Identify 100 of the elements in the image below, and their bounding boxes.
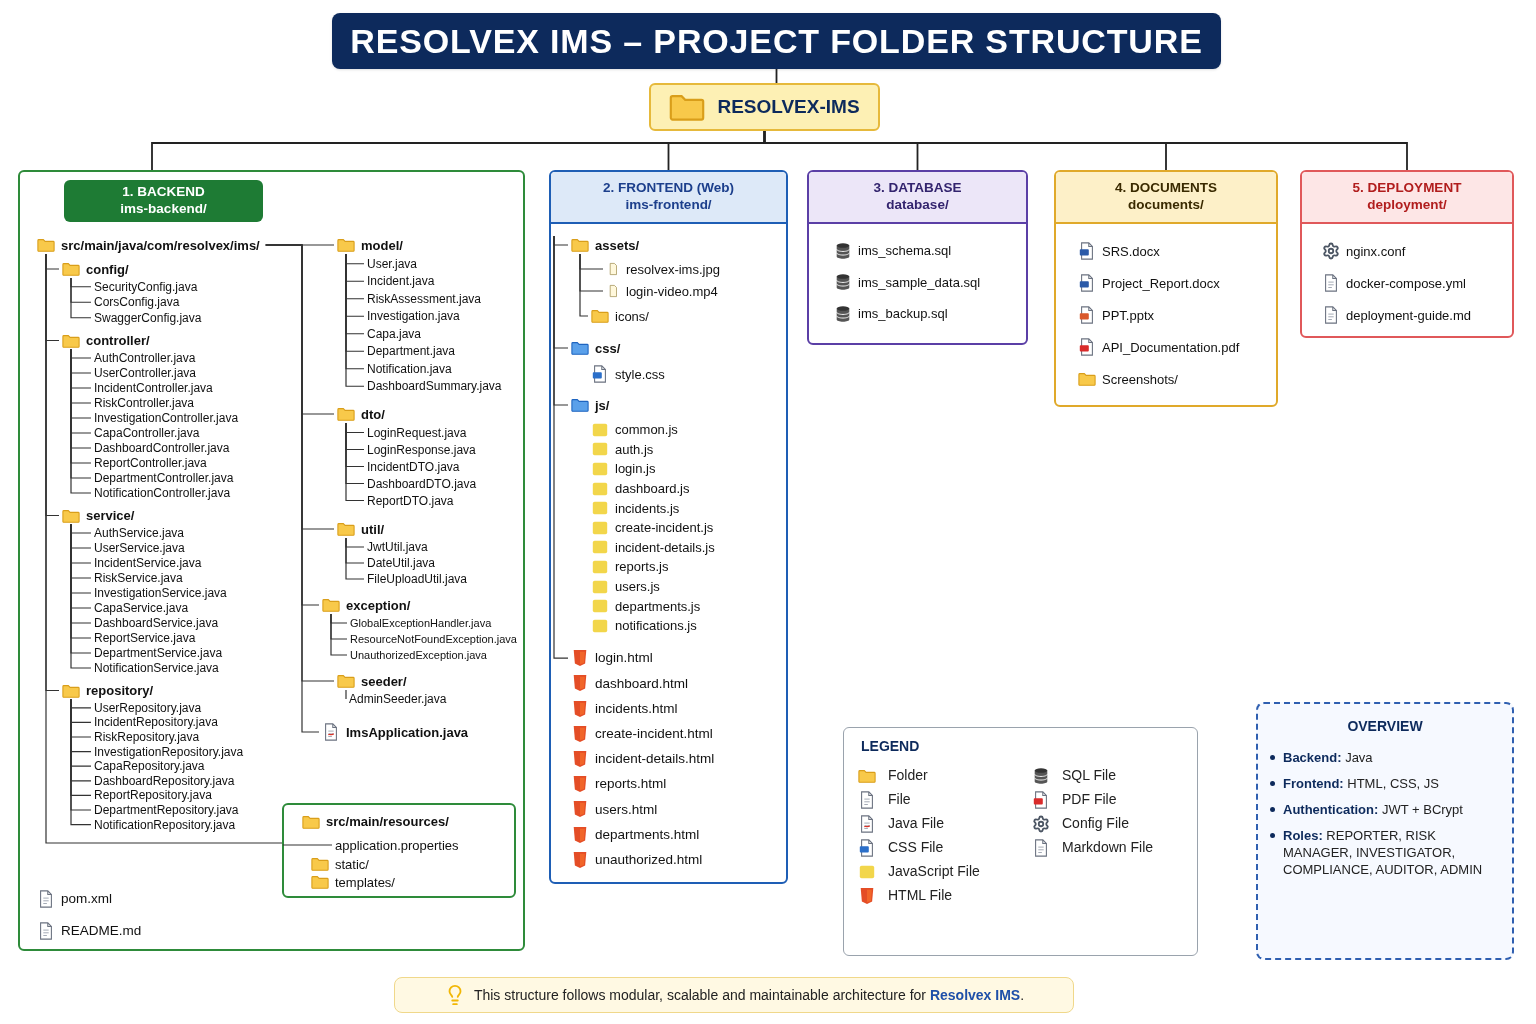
folder-name: RESOLVEX-IMS	[717, 94, 860, 119]
folder-name: src/main/resources/	[326, 813, 449, 831]
section-panel	[1300, 170, 1514, 338]
section-folder-name: documents/	[1128, 197, 1204, 214]
note-text: This structure follows modular, scalable and maintainable architecture for Resolvex IMS.	[473, 985, 1025, 1005]
file-name: departments.html	[595, 827, 700, 842]
overview-heading: OVERVIEW	[1346, 717, 1424, 736]
file-name: ims_sample_data.sql	[858, 275, 981, 289]
file-name: create-incident.html	[595, 727, 713, 741]
folder-name: util/	[361, 522, 385, 536]
file-name: incident-details.js	[615, 540, 715, 554]
folder-name: assets/	[595, 238, 640, 252]
folder-name: model/	[361, 238, 403, 252]
legend-label: Folder	[888, 766, 928, 785]
tree-line	[345, 537, 365, 580]
file-name: pom.xml	[61, 892, 112, 906]
tree-line	[45, 253, 283, 844]
file-name: ims_backup.sql	[858, 307, 948, 321]
section-folder-name: deployment/	[1367, 197, 1447, 214]
tree-line	[345, 689, 347, 700]
file-name: resolvex-ims.jpg	[626, 262, 720, 276]
folder-name: Screenshots/	[1102, 372, 1178, 386]
file-name: unauthorized.html	[595, 853, 703, 867]
file-name: RiskController.java	[94, 397, 195, 409]
file-name: DashboardDTO.java	[367, 477, 477, 490]
file-name: SRS.docx	[1102, 244, 1160, 258]
section-panel	[807, 170, 1028, 345]
section-panel	[1054, 170, 1278, 407]
file-name: login.html	[595, 651, 653, 665]
file-name: DepartmentRepository.java	[94, 804, 239, 816]
file-name: DashboardRepository.java	[94, 774, 235, 787]
connector-line	[763, 130, 1408, 171]
file-name: InvestigationService.java	[94, 587, 227, 599]
section-title: 3. DATABASE	[873, 180, 962, 197]
file-name: ReportDTO.java	[367, 494, 454, 507]
file-name: API_Documentation.pdf	[1102, 340, 1240, 354]
folder-name: static/	[335, 857, 369, 871]
section-panel	[18, 170, 525, 951]
file-name: SwaggerConfig.java	[94, 311, 202, 324]
file-name: reports.html	[595, 777, 667, 791]
tree-line	[282, 844, 333, 846]
file-name: departments.js	[615, 599, 701, 613]
file-name: ims_schema.sql	[858, 244, 952, 258]
file-name: ReportController.java	[94, 457, 207, 469]
file-name: NotificationRepository.java	[94, 818, 236, 831]
file-name: CapaService.java	[94, 602, 189, 614]
tree-line	[553, 235, 569, 659]
file-name: LoginResponse.java	[367, 443, 476, 456]
file-name: reports.js	[615, 560, 669, 574]
file-name: RiskService.java	[94, 572, 183, 584]
file-name: IncidentController.java	[94, 382, 213, 394]
file-name: JwtUtil.java	[367, 541, 428, 553]
folder-name: service/	[86, 509, 135, 522]
file-name: CorsConfig.java	[94, 296, 180, 309]
file-name: notifications.js	[615, 619, 697, 633]
file-name: DateUtil.java	[367, 557, 436, 569]
tree-line	[70, 277, 92, 319]
file-name: Notification.java	[367, 362, 452, 375]
file-name: ReportService.java	[94, 632, 196, 644]
file-name: CapaRepository.java	[94, 760, 205, 773]
section-folder-name: ims-frontend/	[625, 197, 712, 214]
file-name: SecurityConfig.java	[94, 280, 198, 293]
file-name: User.java	[367, 257, 418, 270]
section-folder-name: ims-backend/	[120, 201, 207, 218]
legend-label: CSS File	[888, 838, 944, 857]
folder-name: repository/	[86, 684, 154, 697]
legend-label: HTML File	[888, 886, 953, 905]
overview-item: Backend: Java	[1283, 749, 1373, 766]
file-name: InvestigationController.java	[94, 412, 239, 424]
file-name: GlobalExceptionHandler.java	[350, 617, 492, 629]
overview-item: Authentication: JWT + BCrypt	[1283, 801, 1463, 818]
overview-item: Roles: REPORTER, RISK MANAGER, INVESTIGATOR, COMPLIANCE, AUDITOR, ADMIN	[1283, 827, 1484, 878]
section-title: 2. FRONTEND (Web)	[603, 180, 734, 197]
legend-label: Markdown File	[1062, 838, 1154, 857]
root-folder-box	[649, 83, 880, 131]
file-name: UserRepository.java	[94, 701, 202, 714]
overview-item: Frontend: HTML, CSS, JS	[1283, 775, 1439, 792]
folder-name: exception/	[346, 598, 411, 612]
legend-heading: LEGEND	[861, 737, 920, 756]
folder-name: src/main/java/com/resolvex/ims/	[61, 238, 260, 252]
file-name: DashboardSummary.java	[367, 380, 502, 393]
legend-label: Java File	[888, 814, 945, 833]
file-name: IncidentRepository.java	[94, 716, 218, 729]
file-name: Incident.java	[367, 275, 435, 288]
file-name: AdminSeeder.java	[349, 693, 447, 705]
note-banner	[394, 977, 1074, 1013]
file-name: create-incident.js	[615, 521, 714, 535]
tree-line	[330, 613, 348, 656]
file-name: Investigation.java	[367, 310, 460, 323]
folder-name: seeder/	[361, 674, 407, 688]
file-name: PPT.pptx	[1102, 308, 1155, 322]
file-name: IncidentService.java	[94, 557, 202, 569]
tree-line	[265, 244, 320, 733]
file-name: DashboardController.java	[94, 442, 230, 454]
file-name: dashboard.html	[595, 676, 689, 691]
folder-name: dto/	[361, 407, 385, 421]
file-name: IncidentDTO.java	[367, 460, 460, 473]
overview-panel	[1256, 702, 1514, 960]
title-banner	[332, 13, 1221, 69]
file-name: auth.js	[615, 442, 654, 456]
